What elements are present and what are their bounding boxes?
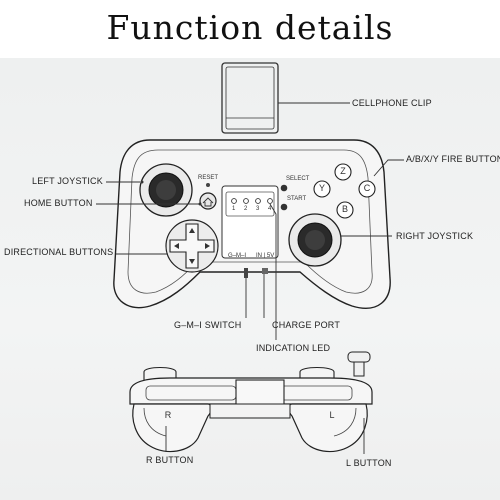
y-letter: Y: [318, 183, 325, 193]
c-letter: C: [363, 183, 371, 193]
in5v-text: IN | 5V: [256, 253, 275, 259]
led-2: [243, 198, 249, 204]
label-right-joystick: RIGHT JOYSTICK: [396, 231, 474, 241]
start-button[interactable]: [280, 203, 288, 211]
reset-hole[interactable]: [206, 183, 210, 187]
start-text: START: [287, 196, 307, 202]
charge-port-slot: [262, 268, 268, 274]
home-button[interactable]: [199, 192, 217, 210]
led-number-2: 2: [244, 206, 248, 212]
reset-text: RESET: [198, 175, 219, 181]
b-button[interactable]: [336, 201, 354, 219]
c-button[interactable]: [358, 180, 376, 198]
label-cellphone-clip: CELLPHONE CLIP: [352, 98, 432, 108]
z-button[interactable]: [334, 163, 352, 181]
label-charge-port: CHARGE PORT: [272, 320, 341, 330]
b-letter: B: [341, 204, 348, 214]
label-gmi-switch: G–M–I SWITCH: [174, 320, 242, 330]
r-mark: R: [164, 410, 172, 420]
label-indication-led: INDICATION LED: [256, 343, 331, 353]
led-window: [225, 191, 275, 217]
select-button[interactable]: [280, 184, 288, 192]
led-3: [255, 198, 261, 204]
label-r-button: R BUTTON: [146, 455, 194, 465]
led-1: [231, 198, 237, 204]
l-mark: L: [329, 410, 335, 420]
y-button[interactable]: [313, 180, 331, 198]
led-number-4: 4: [268, 206, 272, 212]
label-l-button: L BUTTON: [346, 458, 392, 468]
led-number-3: 3: [256, 206, 260, 212]
cellphone-clip-shape: [221, 62, 279, 134]
rear-view-controller: [129, 351, 373, 453]
page-title: Function details: [106, 8, 394, 47]
left-joystick[interactable]: [139, 163, 193, 217]
directional-pad[interactable]: [165, 219, 219, 273]
diagram-sheet: [0, 58, 500, 500]
z-letter: Z: [340, 166, 346, 176]
led-4: [267, 198, 273, 204]
center-plate: [221, 185, 279, 259]
led-number-1: 1: [232, 206, 236, 212]
select-text: SELECT: [286, 176, 310, 182]
leader-abxy: [373, 159, 404, 177]
gmi-switch-slot[interactable]: [244, 268, 248, 278]
gmi-text: G–M–I: [228, 253, 247, 259]
title-band: Function details: [0, 0, 500, 58]
label-directional-buttons: DIRECTIONAL BUTTONS: [4, 247, 114, 257]
label-home-button: HOME BUTTON: [24, 198, 93, 208]
label-abxy-fire-button: A/B/X/Y FIRE BUTTON: [406, 154, 500, 164]
label-left-joystick: LEFT JOYSTICK: [32, 176, 103, 186]
leader-indication-led: [269, 203, 277, 340]
right-joystick[interactable]: [288, 213, 342, 267]
